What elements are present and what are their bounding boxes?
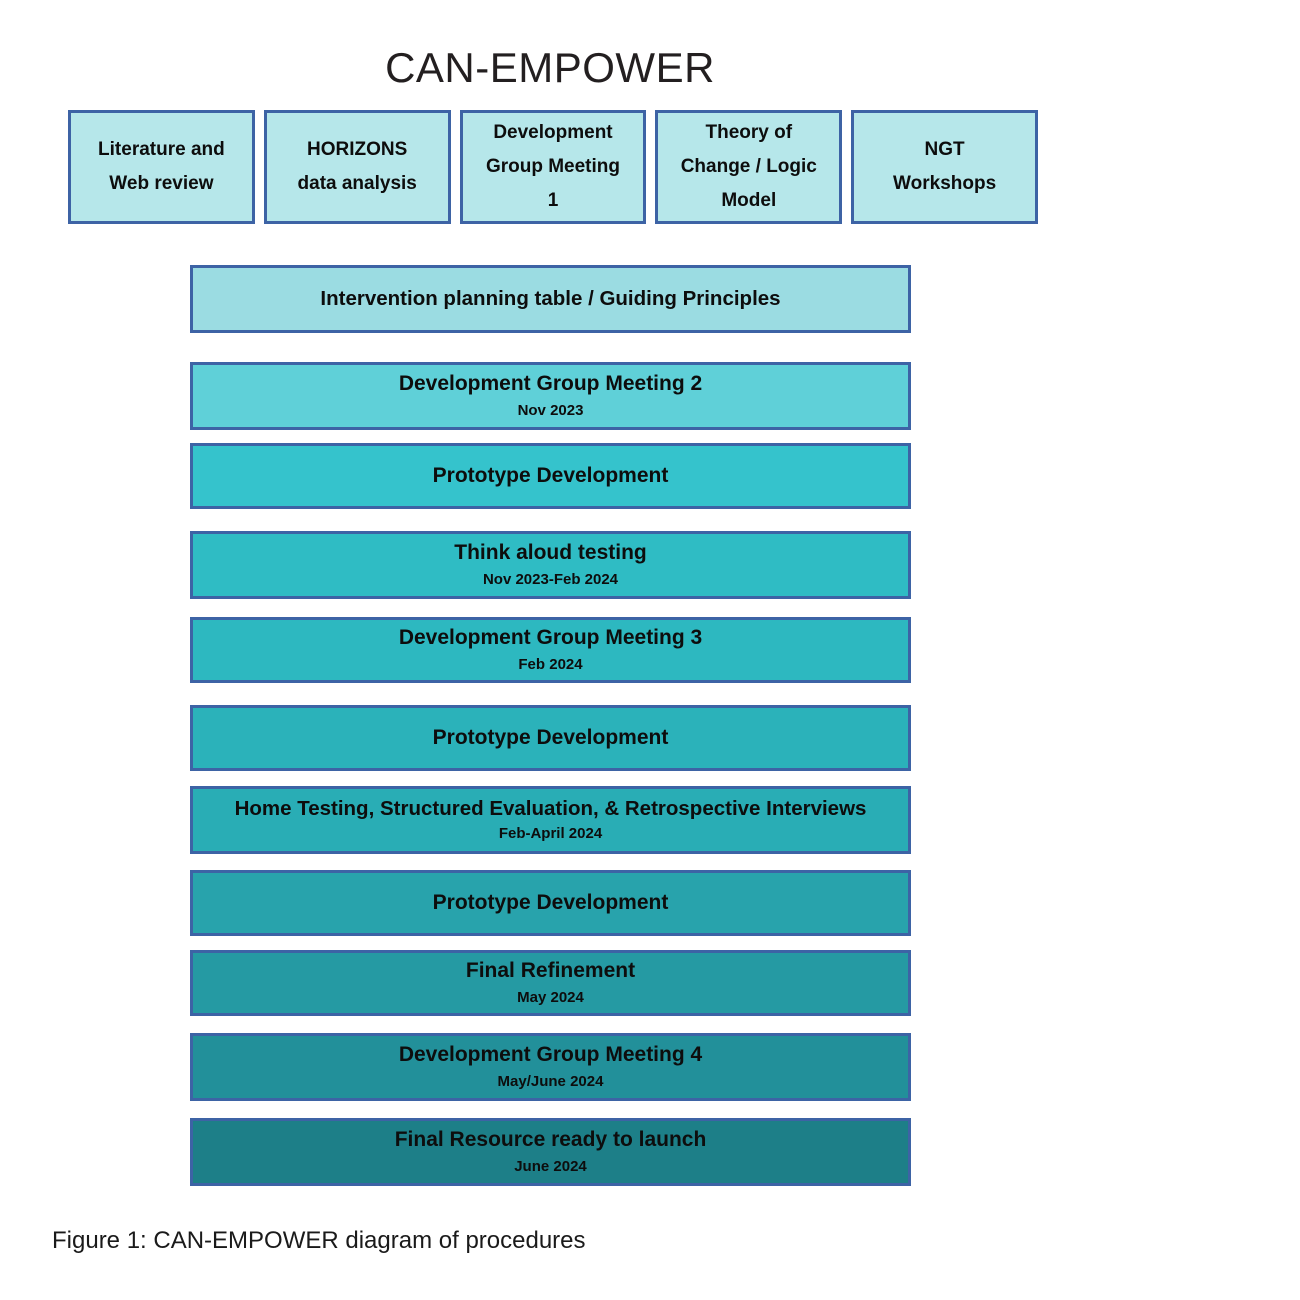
stage-bar-9-date: May 2024 — [517, 988, 584, 1006]
stage-bar-8-title: Prototype Development — [432, 890, 669, 914]
top-activity-box-5: NGT Workshops — [851, 110, 1038, 224]
stage-bar-3: Prototype Development — [190, 443, 911, 509]
top-activity-box-2-line-1: HORIZONS — [307, 139, 408, 161]
stage-bar-5: Development Group Meeting 3 Feb 2024 — [190, 617, 911, 683]
stage-bar-3-title: Prototype Development — [432, 463, 669, 487]
stage-bar-10-title: Development Group Meeting 4 — [398, 1043, 703, 1067]
top-activity-box-4-line-3: Model — [721, 189, 777, 211]
stage-bar-4-date: Nov 2023-Feb 2024 — [482, 570, 619, 588]
stage-bar-2: Development Group Meeting 2 Nov 2023 — [190, 362, 911, 430]
top-activity-box-5-line-2: Workshops — [893, 173, 997, 194]
figure-title: CAN-EMPOWER — [385, 44, 715, 91]
top-activity-box-2: HORIZONS data analysis — [263, 110, 451, 224]
top-activity-box-1-line-2: Web review — [109, 173, 214, 194]
top-activity-box-4-line-2: Change / Logic — [680, 156, 817, 178]
stage-bar-6-title: Prototype Development — [432, 725, 669, 749]
stage-bar-7: Home Testing, Structured Evaluation, & R… — [190, 786, 911, 854]
stage-bar-2-title: Development Group Meeting 2 — [398, 372, 703, 396]
top-activity-box-3-line-1: Development — [493, 122, 613, 144]
stage-bar-1-title: Intervention planning table / Guiding Pr… — [320, 287, 781, 311]
stage-bar-9-title: Final Refinement — [465, 959, 636, 983]
stage-bar-1: Intervention planning table / Guiding Pr… — [190, 265, 911, 333]
stage-bar-7-title: Home Testing, Structured Evaluation, & R… — [234, 796, 867, 820]
top-activity-box-5-line-1: NGT — [924, 139, 965, 161]
top-activity-box-2-line-2: data analysis — [297, 173, 417, 194]
stage-bar-7-date: Feb-April 2024 — [498, 825, 603, 843]
stage-bar-11-title: Final Resource ready to launch — [394, 1128, 707, 1152]
top-activity-box-4-line-1: Theory of — [705, 122, 793, 144]
stage-bar-10: Development Group Meeting 4 May/June 2024 — [190, 1033, 911, 1101]
stage-bar-2-date: Nov 2023 — [517, 401, 584, 419]
top-activity-box-1-line-1: Literature and — [98, 139, 225, 161]
stage-bar-6: Prototype Development — [190, 705, 911, 771]
stage-bar-4-title: Think aloud testing — [454, 541, 647, 565]
figure-caption: Figure 1: CAN-EMPOWER diagram of procedu… — [52, 1227, 586, 1254]
stage-bar-11-date: June 2024 — [514, 1157, 587, 1175]
top-activity-box-3-line-3: 1 — [547, 189, 559, 211]
top-activity-box-3-line-2: Group Meeting — [485, 156, 621, 178]
stage-bar-5-date: Feb 2024 — [518, 655, 583, 673]
process-stage-stack: Intervention planning table / Guiding Pr… — [190, 265, 911, 1195]
stage-bar-10-date: May/June 2024 — [497, 1072, 604, 1090]
stage-bar-8: Prototype Development — [190, 870, 911, 936]
stage-bar-5-title: Development Group Meeting 3 — [398, 626, 703, 650]
